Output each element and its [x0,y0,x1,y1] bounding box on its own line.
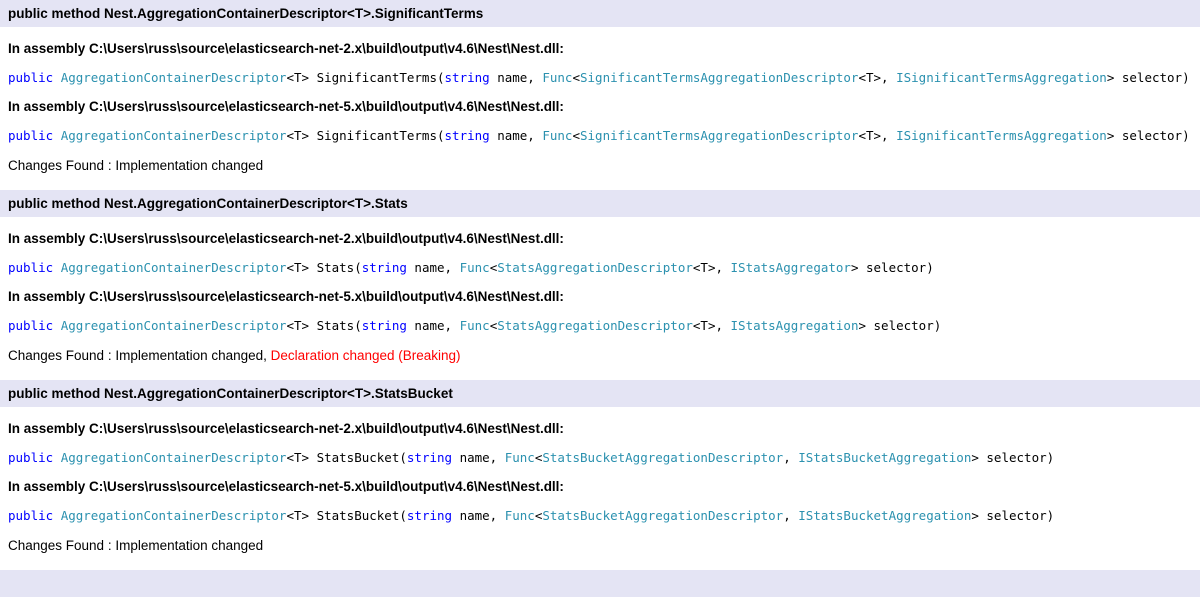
code-type-name: SignificantTermsAggregationDescriptor [580,128,858,143]
code-text [53,318,61,333]
code-text: <T>, [858,70,896,85]
code-type-name: AggregationContainerDescriptor [61,508,287,523]
code-text: name, [407,318,460,333]
method-signature: public AggregationContainerDescriptor<T>… [8,128,1192,143]
code-text: > selector) [1107,70,1190,85]
section-title: public method Nest.AggregationContainerD… [0,380,1200,407]
method-signature: public AggregationContainerDescriptor<T>… [8,450,1192,465]
code-type-name: IStatsAggregator [731,260,851,275]
code-text: name, [490,70,543,85]
code-keyword: public [8,260,53,275]
code-type-name: IStatsAggregation [731,318,859,333]
code-type-name: IStatsBucketAggregation [798,508,971,523]
code-type-name: Func [542,128,572,143]
next-section-header-partial [0,570,1200,597]
code-text [53,260,61,275]
changes-found: Changes Found : Implementation changed [8,158,1192,174]
diff-section: public method Nest.AggregationContainerD… [0,380,1200,554]
code-text: <T>, [693,318,731,333]
code-keyword: public [8,318,53,333]
code-text: , [783,508,798,523]
code-text [53,450,61,465]
code-text: > selector) [858,318,941,333]
changes-found: Changes Found : Implementation changed [8,538,1192,554]
code-text: <T>, [693,260,731,275]
section-title: public method Nest.AggregationContainerD… [0,0,1200,27]
code-type-name: IStatsBucketAggregation [798,450,971,465]
api-diff-report: public method Nest.AggregationContainerD… [0,0,1200,554]
code-type-name: ISignificantTermsAggregation [896,128,1107,143]
assembly-path: In assembly C:\Users\russ\source\elastic… [8,479,1192,495]
code-text: > selector) [971,508,1054,523]
code-text: <T> StatsBucket( [286,450,406,465]
code-type-name: StatsAggregationDescriptor [497,260,693,275]
code-type-name: AggregationContainerDescriptor [61,450,287,465]
code-keyword: string [362,318,407,333]
code-text: > selector) [971,450,1054,465]
code-text [53,128,61,143]
code-type-name: Func [460,260,490,275]
code-keyword: public [8,508,53,523]
code-type-name: Func [460,318,490,333]
assembly-path: In assembly C:\Users\russ\source\elastic… [8,41,1192,57]
code-text: > selector) [1107,128,1190,143]
code-keyword: public [8,450,53,465]
code-type-name: Func [505,450,535,465]
code-type-name: AggregationContainerDescriptor [61,318,287,333]
diff-section: public method Nest.AggregationContainerD… [0,0,1200,174]
code-text: <T> SignificantTerms( [286,70,444,85]
method-signature: public AggregationContainerDescriptor<T>… [8,260,1192,275]
code-type-name: StatsBucketAggregationDescriptor [542,508,783,523]
code-type-name: Func [542,70,572,85]
code-text [53,508,61,523]
method-signature: public AggregationContainerDescriptor<T>… [8,508,1192,523]
code-type-name: StatsBucketAggregationDescriptor [542,450,783,465]
code-keyword: string [445,70,490,85]
code-text: <T> Stats( [286,260,361,275]
code-text: <T> StatsBucket( [286,508,406,523]
changes-found-text: Changes Found : Implementation changed, [8,348,271,363]
code-text: < [572,70,580,85]
code-text [53,70,61,85]
changes-found-text: Changes Found : Implementation changed [8,538,263,553]
assembly-path: In assembly C:\Users\russ\source\elastic… [8,421,1192,437]
code-type-name: ISignificantTermsAggregation [896,70,1107,85]
code-type-name: StatsAggregationDescriptor [497,318,693,333]
method-signature: public AggregationContainerDescriptor<T>… [8,70,1192,85]
code-keyword: public [8,128,53,143]
code-keyword: string [407,450,452,465]
code-text: < [572,128,580,143]
code-keyword: string [362,260,407,275]
code-text: name, [490,128,543,143]
code-text: <T>, [858,128,896,143]
code-type-name: Func [505,508,535,523]
code-text: name, [452,508,505,523]
code-text: > selector) [851,260,934,275]
code-keyword: public [8,70,53,85]
code-text: , [783,450,798,465]
code-text: <T> SignificantTerms( [286,128,444,143]
code-keyword: string [407,508,452,523]
changes-found: Changes Found : Implementation changed, … [8,348,1192,364]
code-type-name: AggregationContainerDescriptor [61,70,287,85]
code-text: <T> Stats( [286,318,361,333]
code-text: name, [407,260,460,275]
breaking-change-label: Declaration changed (Breaking) [271,348,461,363]
method-signature: public AggregationContainerDescriptor<T>… [8,318,1192,333]
assembly-path: In assembly C:\Users\russ\source\elastic… [8,99,1192,115]
code-type-name: AggregationContainerDescriptor [61,128,287,143]
code-text: name, [452,450,505,465]
assembly-path: In assembly C:\Users\russ\source\elastic… [8,289,1192,305]
diff-section: public method Nest.AggregationContainerD… [0,190,1200,364]
section-title: public method Nest.AggregationContainerD… [0,190,1200,217]
changes-found-text: Changes Found : Implementation changed [8,158,263,173]
code-keyword: string [445,128,490,143]
assembly-path: In assembly C:\Users\russ\source\elastic… [8,231,1192,247]
code-type-name: AggregationContainerDescriptor [61,260,287,275]
code-type-name: SignificantTermsAggregationDescriptor [580,70,858,85]
